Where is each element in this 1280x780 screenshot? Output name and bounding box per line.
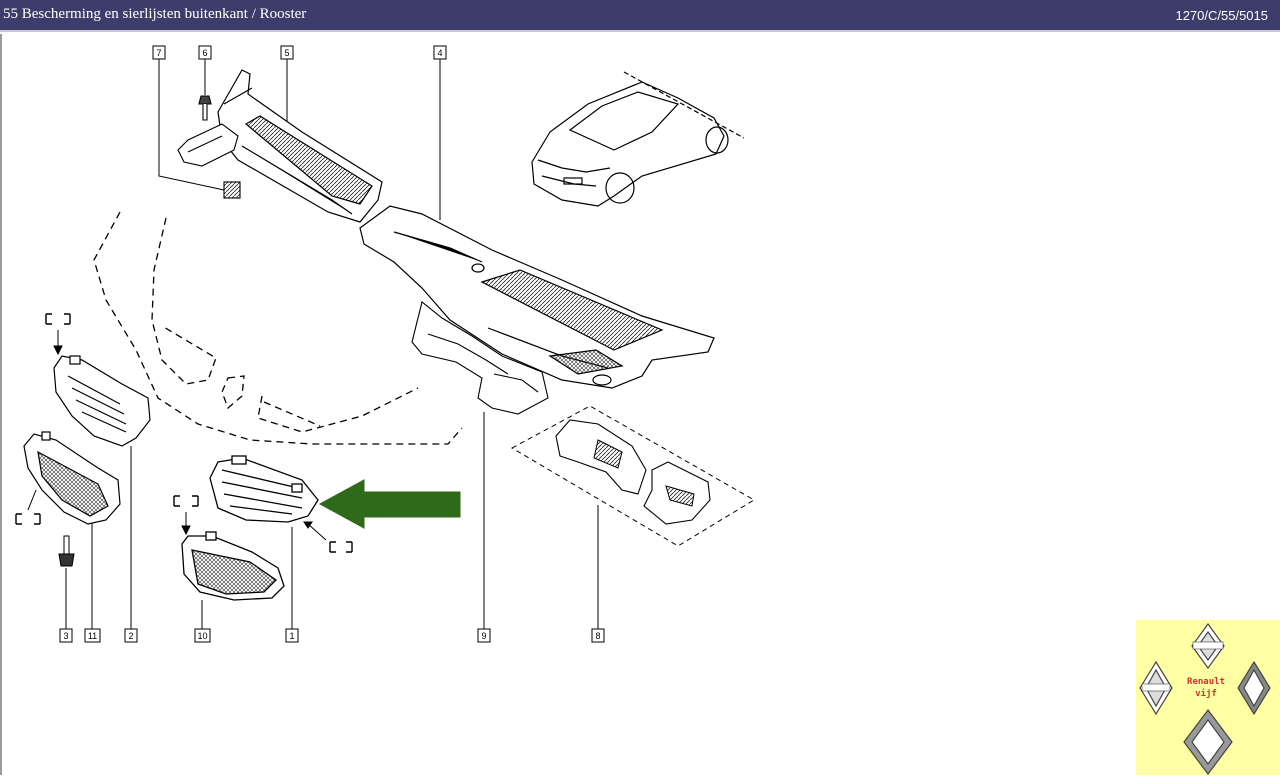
title-bar: 55 Bescherming en sierlijsten buitenkant… [0, 0, 1280, 32]
grille-part-11 [23, 431, 121, 525]
duct-group-part-8 [510, 405, 755, 547]
callout-2[interactable]: 2 [124, 628, 138, 643]
bumper-outline [93, 211, 463, 445]
callout-11-label: 11 [88, 631, 97, 641]
grille-part-2 [53, 355, 151, 447]
brand-line1: Renault [1187, 677, 1225, 687]
parts-diagram: 7 6 5 4 3 11 2 10 1 9 8 [15, 45, 755, 643]
arrow-left-icon [318, 479, 461, 529]
brand-line2: vijf [1195, 689, 1217, 699]
callout-1[interactable]: 1 [285, 628, 299, 643]
brand-text: Renault vijf [1180, 676, 1232, 700]
callout-3[interactable]: 3 [59, 628, 73, 643]
page-title: 55 Bescherming en sierlijsten buitenkant… [3, 6, 307, 22]
callout-3-label: 3 [63, 631, 68, 641]
callout-4-label: 4 [437, 48, 442, 58]
screw-part-3 [58, 535, 75, 567]
grille-part-10 [181, 531, 285, 601]
callout-7[interactable]: 7 [152, 45, 166, 60]
clip-part-6 [198, 95, 212, 121]
callout-10[interactable]: 10 [194, 628, 211, 643]
callout-5-label: 5 [284, 48, 289, 58]
callout-7-label: 7 [156, 48, 161, 58]
brand-logo-panel [1136, 620, 1280, 775]
bracket-part-7 [177, 123, 241, 199]
callout-8[interactable]: 8 [591, 628, 605, 643]
callout-11[interactable]: 11 [84, 628, 101, 643]
callout-9[interactable]: 9 [477, 628, 491, 643]
renault-logo-icon [1139, 622, 1271, 775]
leader-lines [65, 59, 599, 629]
fastener-symbols [15, 313, 353, 553]
callout-9-label: 9 [481, 631, 486, 641]
callout-8-label: 8 [595, 631, 600, 641]
callout-4[interactable]: 4 [433, 45, 447, 60]
callout-6[interactable]: 6 [198, 45, 212, 60]
callout-6-label: 6 [202, 48, 207, 58]
diagram-canvas: 7 6 5 4 3 11 2 10 1 9 8 [0, 34, 1280, 775]
support-part-9 [411, 301, 549, 415]
car-illustration [531, 71, 745, 207]
callout-2-label: 2 [128, 631, 133, 641]
callout-1-label: 1 [289, 631, 294, 641]
callout-10-label: 10 [197, 631, 207, 641]
cowl-panel-lower [359, 205, 715, 389]
callout-5[interactable]: 5 [280, 45, 294, 60]
diagram-code: 1270/C/55/5015 [1175, 8, 1268, 23]
cowl-panel-upper [217, 69, 383, 223]
grille-part-1[interactable] [209, 455, 319, 523]
